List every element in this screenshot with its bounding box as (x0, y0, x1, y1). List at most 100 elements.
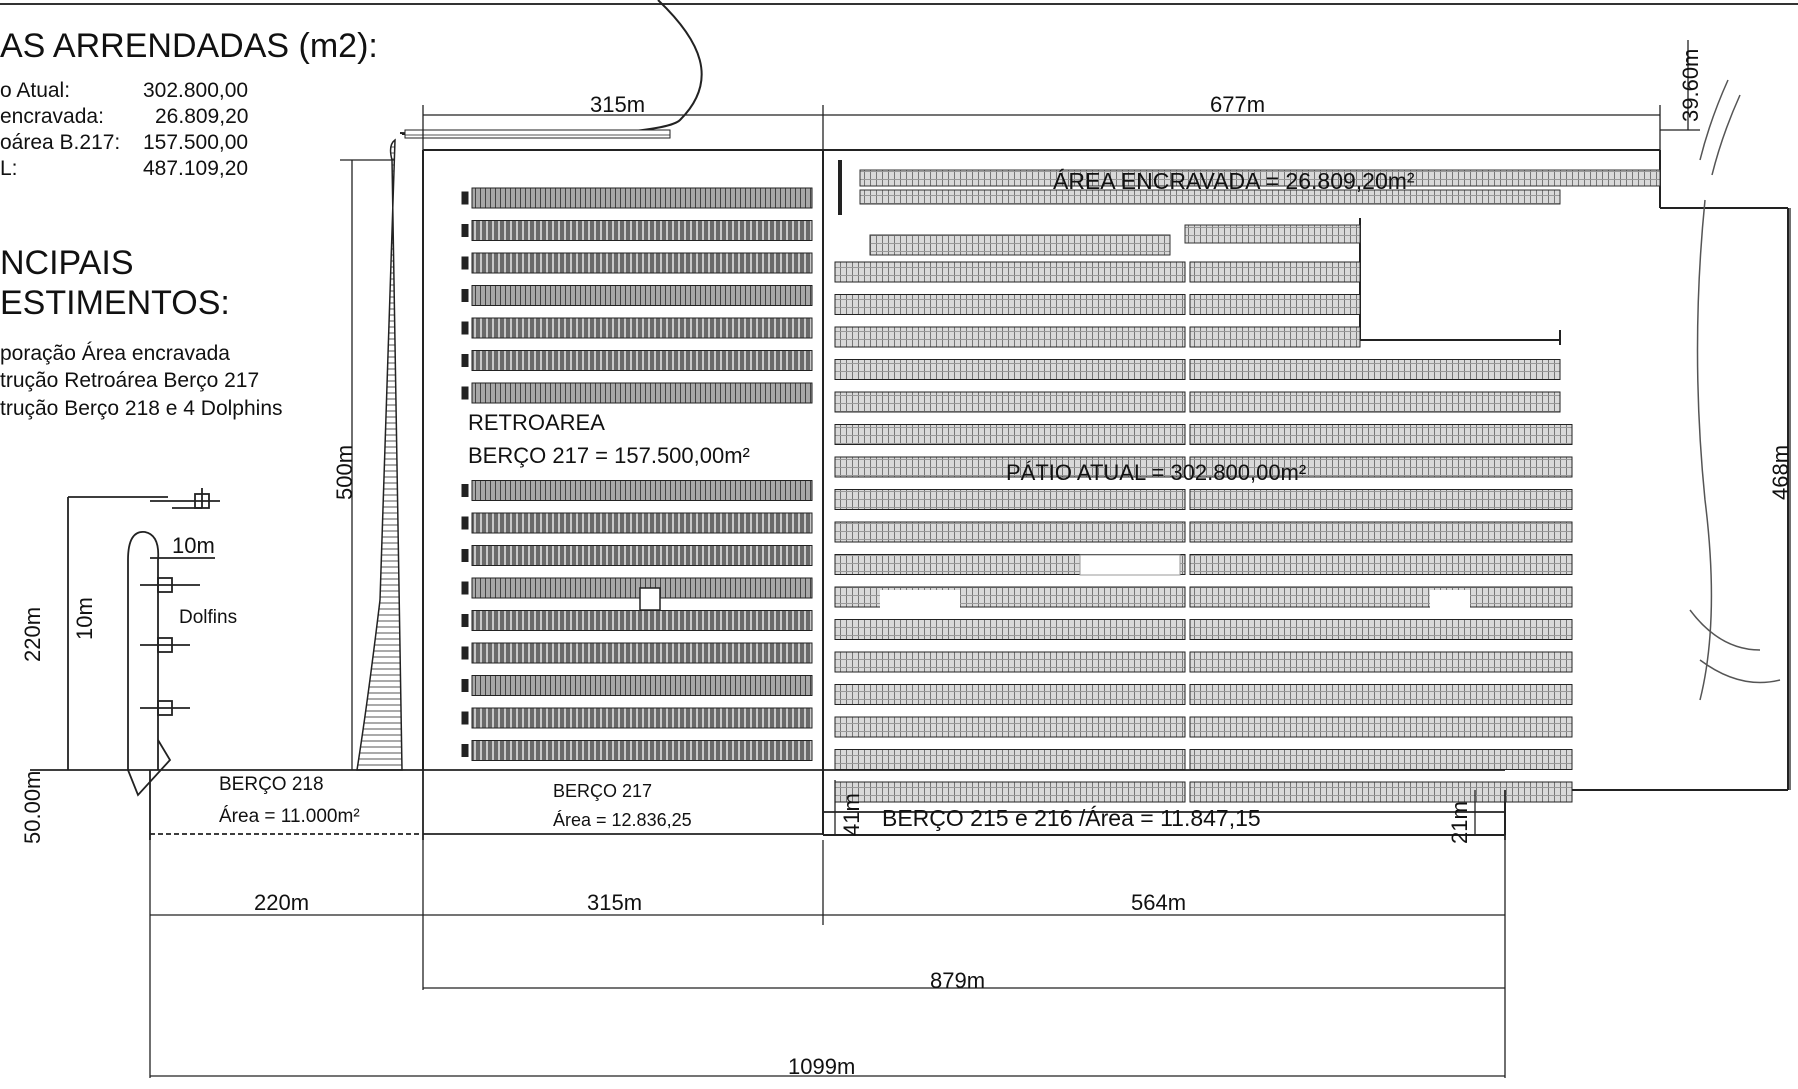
yard-row (1189, 326, 1361, 348)
investments-heading-2: ESTIMENTOS: (0, 284, 230, 322)
retroarea-label-2: BERÇO 217 = 157.500,00m² (468, 443, 750, 468)
yard-row (461, 646, 469, 660)
area-value-atual: 302.800,00 (143, 79, 249, 102)
yard-row (1189, 294, 1361, 315)
yard-row (471, 512, 813, 534)
yard-row (834, 651, 1186, 673)
encravada-yard-rows (838, 160, 1661, 256)
yard-row (471, 187, 813, 209)
yard-row (834, 326, 1186, 348)
retroarea-label-1: RETROAREA (468, 410, 605, 435)
berco-217-area: Área = 12.836,25 (553, 810, 692, 830)
yard-row (471, 350, 813, 371)
yard-row (461, 289, 469, 302)
yard-row (461, 614, 469, 627)
yard-row (834, 781, 1186, 803)
dim-dolphin-10m-h: 10m (172, 533, 215, 558)
yard-row (834, 294, 1186, 315)
dimension-lines (149, 40, 1791, 1078)
yard-row (1189, 684, 1573, 705)
yard-row (834, 716, 1186, 738)
yard-row (471, 545, 813, 566)
yard-row (1189, 261, 1361, 283)
area-value-retroarea: 157.500,00 (143, 131, 249, 154)
yard-row (834, 619, 1186, 640)
yard-row (834, 684, 1186, 705)
dim-right-468: 468m (1768, 444, 1793, 500)
yard-row (461, 744, 469, 757)
yard-row (1189, 554, 1573, 575)
yard-row (461, 191, 469, 205)
dim-dolphin-220: 220m (20, 606, 45, 662)
yard-row (1189, 586, 1573, 608)
area-encravada-label: ÁREA ENCRAVADA = 26.809,20m² (1053, 168, 1415, 194)
dim-right-39-60: 39.60m (1678, 48, 1703, 122)
patio-yard-rows (834, 261, 1573, 803)
berco-217-label: BERÇO 217 (553, 781, 653, 801)
yard-row (471, 740, 813, 761)
yard-row (461, 386, 469, 400)
yard-row (1189, 359, 1561, 380)
area-value-encravada: 26.809,20 (155, 105, 249, 128)
yard-row (834, 749, 1186, 770)
yard-row (1189, 424, 1573, 445)
dim-left-500: 500m (332, 444, 357, 500)
yard-row (1189, 651, 1573, 673)
dim-berth-41: 41m (839, 793, 864, 836)
yard-row (461, 516, 469, 530)
area-value-total: 487.109,20 (143, 157, 249, 180)
yard-row (461, 679, 469, 692)
road-sketch (1689, 79, 1781, 701)
dim-bottom-879: 879m (930, 968, 986, 993)
yard-row (461, 321, 469, 335)
yard-row (1189, 619, 1573, 640)
yard-row (471, 480, 813, 501)
yard-row (834, 261, 1186, 283)
berco-218-label: BERÇO 218 (219, 774, 324, 795)
dim-top-315: 315m (590, 92, 646, 117)
dim-bottom-220: 220m (254, 890, 310, 915)
investments-heading-1: NCIPAIS (0, 244, 134, 282)
areas-heading: AS ARRENDADAS (m2): (0, 27, 378, 65)
dolphins-sketch (30, 488, 220, 797)
yard-row (471, 382, 813, 404)
yard-row (471, 317, 813, 339)
yard-row (471, 610, 813, 631)
site-outline (422, 149, 1789, 836)
dim-dolphin-10m-v: 10m (72, 597, 97, 640)
yard-row (461, 354, 469, 367)
yard-row (471, 675, 813, 696)
yard-row (471, 642, 813, 664)
dim-bottom-1099: 1099m (788, 1054, 856, 1079)
yard-row (471, 707, 813, 729)
yard-row (1189, 521, 1573, 543)
shoreline-strip (356, 138, 403, 771)
yard-row (471, 220, 813, 241)
yard-row (834, 489, 1186, 510)
dim-bottom-564: 564m (1131, 890, 1187, 915)
investment-item: trução Berço 218 e 4 Dolphins (0, 397, 283, 420)
yard-row (1189, 391, 1561, 413)
yard-row (834, 391, 1186, 413)
yard-row (1189, 781, 1573, 803)
yard-row (834, 521, 1186, 543)
patio-atual-label: PÁTIO ATUAL = 302.800,00m² (1006, 460, 1307, 485)
berco-218-area: Área = 11.000m² (219, 806, 360, 827)
dim-dolphin-50: 50.00m (20, 770, 45, 844)
investment-item: trução Retroárea Berço 217 (0, 369, 260, 392)
dolfins-label: Dolfins (179, 607, 238, 628)
area-label-encravada: encravada: (0, 105, 104, 128)
yard-row (461, 256, 469, 270)
yard-row (471, 252, 813, 274)
yard-row (834, 456, 1186, 478)
yard-row (1189, 716, 1573, 738)
investment-item: poração Área encravada (0, 342, 230, 365)
dim-bottom-315: 315m (587, 890, 643, 915)
yard-row (1189, 456, 1573, 478)
yard-row (834, 424, 1186, 445)
berco-215-216-label: BERÇO 215 e 216 /Área = 11.847,15 (882, 805, 1261, 831)
area-label-total: L: (0, 157, 18, 180)
yard-row (1189, 489, 1573, 510)
dim-berth-21: 21m (1447, 801, 1472, 844)
